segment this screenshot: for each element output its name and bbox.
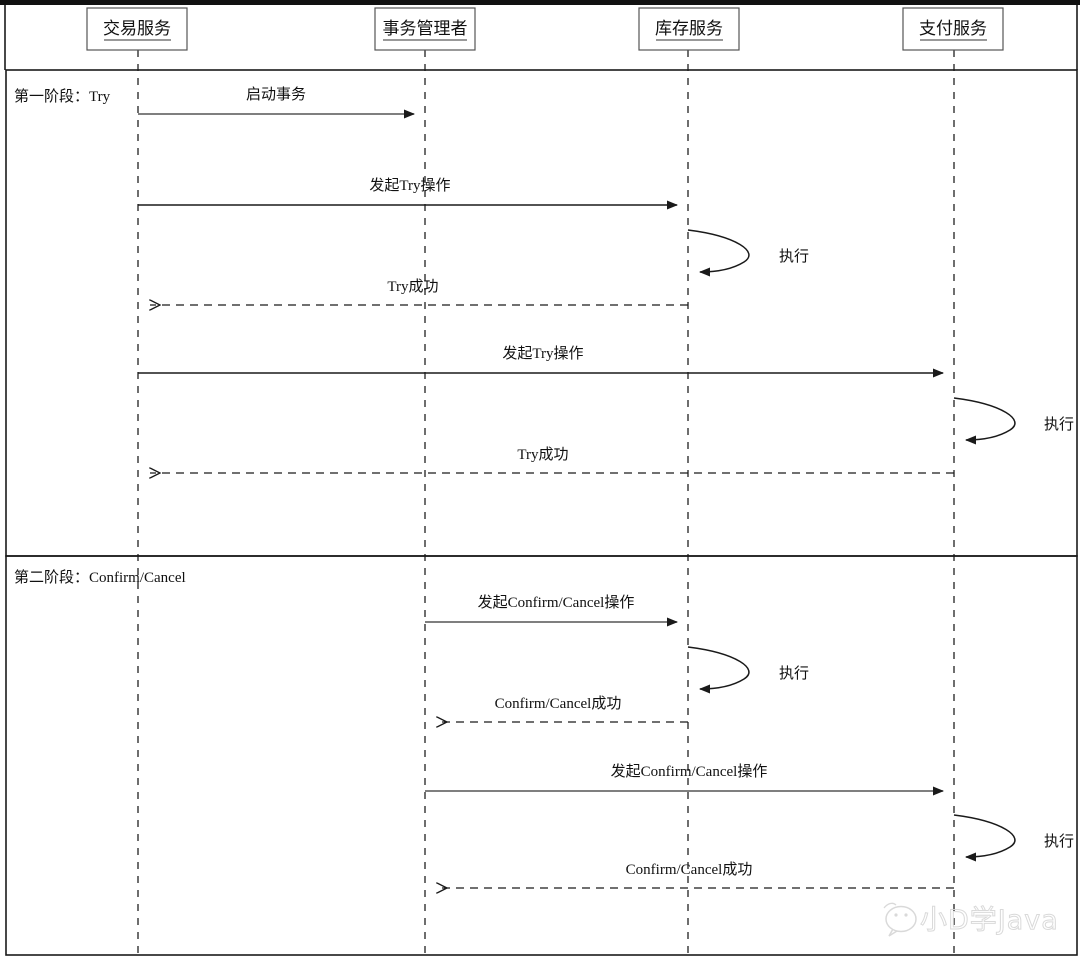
message-m2[interactable]: 发起Try操作 <box>138 177 678 210</box>
message-label-m7: Confirm/Cancel成功 <box>495 695 622 712</box>
self-message-s4[interactable]: 执行 <box>953 814 1074 862</box>
message-m9[interactable]: Confirm/Cancel成功 <box>437 861 954 888</box>
message-m1[interactable]: 启动事务 <box>138 86 415 119</box>
message-label-m9: Confirm/Cancel成功 <box>626 861 753 878</box>
self-message-label-s3: 执行 <box>779 665 809 682</box>
lifelines <box>137 50 955 953</box>
participant-label-txmgr: 事务管理者 <box>383 19 468 38</box>
participant-label-trade: 交易服务 <box>103 19 171 38</box>
self-message-s1[interactable]: 执行 <box>149 0 809 277</box>
self-message-s3[interactable]: 执行 <box>687 646 809 694</box>
message-m3[interactable]: Try成功 <box>150 278 688 305</box>
message-label-m2: 发起Try操作 <box>369 177 450 194</box>
message-m6[interactable]: 发起Confirm/Cancel操作 <box>425 594 678 627</box>
message-m4[interactable]: 发起Try操作 <box>138 345 944 378</box>
phase-frame-2: 第二阶段：Confirm/Cancel <box>5 555 1078 956</box>
self-message-label-s1: 执行 <box>779 248 809 265</box>
message-label-m1: 启动事务 <box>246 86 306 103</box>
message-m5[interactable]: Try成功 <box>150 446 954 473</box>
top-bar <box>0 0 1080 5</box>
participant-payment[interactable]: 支付服务 <box>902 7 1004 51</box>
message-label-m8: 发起Confirm/Cancel操作 <box>611 763 768 780</box>
message-m8[interactable]: 发起Confirm/Cancel操作 <box>425 763 944 796</box>
message-label-m3: Try成功 <box>387 278 438 295</box>
watermark: 小D学Java <box>883 902 1059 937</box>
watermark-label: 小D学Java <box>920 905 1059 936</box>
participant-txmgr[interactable]: 事务管理者 <box>374 7 476 51</box>
message-label-m6: 发起Confirm/Cancel操作 <box>478 594 635 611</box>
participant-label-payment: 支付服务 <box>919 19 987 38</box>
message-label-m4: 发起Try操作 <box>502 345 583 362</box>
wechat-icon <box>883 902 917 937</box>
phase-1-label: 第一阶段：Try <box>14 87 111 105</box>
participant-label-stock: 库存服务 <box>655 19 723 38</box>
participant-trade[interactable]: 交易服务 <box>86 7 188 51</box>
self-message-label-s4: 执行 <box>1044 833 1074 850</box>
phase-2-label: 第二阶段：Confirm/Cancel <box>14 568 186 586</box>
participant-stock[interactable]: 库存服务 <box>638 7 740 51</box>
message-m7[interactable]: Confirm/Cancel成功 <box>437 695 688 722</box>
self-message-s2[interactable]: 执行 <box>953 397 1074 445</box>
self-message-label-s2: 执行 <box>1044 416 1074 433</box>
message-label-m5: Try成功 <box>517 446 568 463</box>
header-band <box>4 5 1078 70</box>
